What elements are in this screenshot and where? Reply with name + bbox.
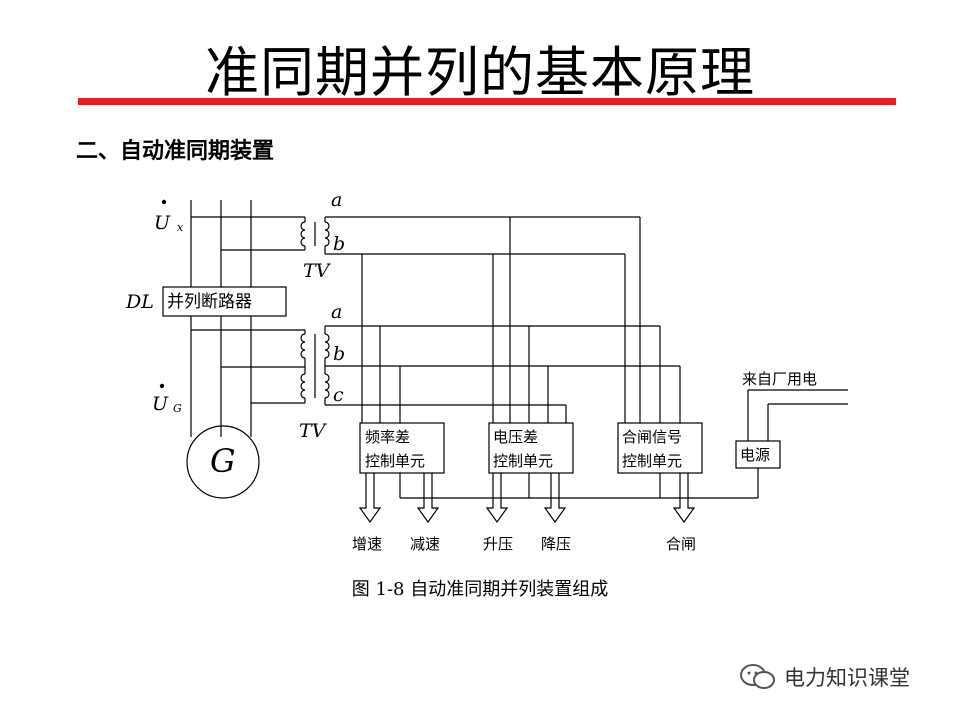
- tv-bot-primary-2: [300, 373, 306, 399]
- title-underline: [78, 98, 896, 105]
- page-title: 准同期并列的基本原理: [205, 41, 755, 104]
- freq-unit-box: [359, 422, 445, 474]
- tv-top-primary: [300, 221, 306, 247]
- label-a-bot: a: [331, 301, 342, 323]
- breaker-box: [162, 286, 287, 317]
- tv-top-label: TV: [303, 260, 332, 282]
- tv-bot-primary-1: [300, 333, 306, 359]
- arrow-volt-up: [485, 473, 509, 524]
- dl-label: DL: [125, 291, 154, 313]
- ug-dot: [159, 383, 165, 389]
- output-speed-up: 增速: [352, 535, 382, 553]
- unit-2-line1: 电压差: [493, 428, 538, 446]
- breaker-label: 并列断路器: [167, 292, 252, 312]
- arrow-speed-down: [416, 473, 440, 524]
- generator-label: G: [210, 442, 236, 480]
- output-volt-up: 升压: [483, 535, 513, 553]
- unit-1-line1: 频率差: [365, 428, 410, 446]
- unit-3-line2: 控制单元: [622, 452, 682, 470]
- section-heading: 二、自动准同期装置: [76, 139, 275, 164]
- output-arrows: [358, 473, 696, 524]
- watermark-text: 电力知识课堂: [784, 666, 910, 690]
- unit-1-line2: 控制单元: [365, 452, 425, 470]
- output-speed-down: 减速: [410, 535, 440, 553]
- tv-bot-secondary-1: [324, 333, 330, 359]
- ug-sub: G: [173, 402, 182, 415]
- label-c-bot: c: [333, 384, 344, 406]
- volt-unit-box: [488, 422, 574, 474]
- tv-top-secondary: [324, 221, 330, 247]
- label-a-top: a: [331, 189, 342, 211]
- label-b-bot: b: [333, 343, 345, 365]
- unit-3-line1: 合闸信号: [622, 428, 682, 446]
- label-b-top: b: [333, 233, 345, 255]
- watermark: 电力知识课堂: [738, 662, 910, 692]
- tv-bottom-label: TV: [299, 420, 328, 442]
- ux-sub: x: [177, 221, 184, 234]
- arrow-close: [672, 473, 696, 524]
- wechat-icon: [740, 664, 775, 689]
- power-source-label: 来自厂用电: [742, 370, 817, 388]
- output-close: 合闸: [666, 535, 696, 553]
- ux-dot: [161, 199, 167, 205]
- generator-circle: [186, 425, 260, 499]
- output-volt-down: 降压: [541, 535, 571, 553]
- arrow-speed-up: [358, 473, 382, 524]
- ug-label: U: [152, 393, 169, 415]
- tv-bot-secondary-2: [324, 373, 330, 399]
- figure-caption: 图 1-8 自动准同期并列装置组成: [351, 579, 609, 600]
- arrow-volt-down: [543, 473, 567, 524]
- ux-label: U: [154, 212, 171, 234]
- unit-2-line2: 控制单元: [493, 452, 553, 470]
- power-box-label: 电源: [740, 446, 770, 464]
